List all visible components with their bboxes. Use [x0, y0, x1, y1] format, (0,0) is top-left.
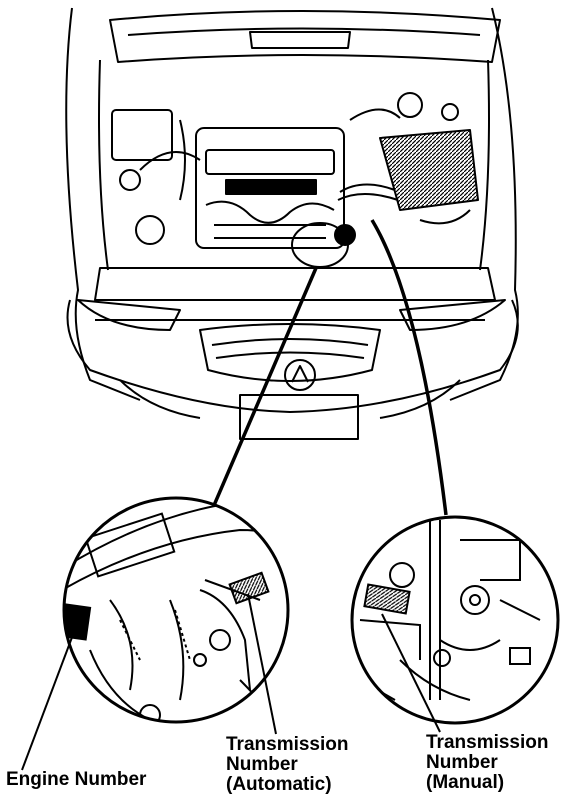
- pointer-engine-number: [21, 631, 75, 771]
- engine-number-label: Engine Number: [6, 770, 146, 790]
- label-line: (Manual): [426, 772, 505, 793]
- leader-lines: [210, 219, 448, 516]
- valve-cover: [195, 127, 345, 249]
- detail-circle-manual: [350, 515, 560, 725]
- radiator-support: [94, 267, 496, 301]
- manual-transmission-plate: [363, 583, 411, 615]
- transmission-number-manual-label: Transmission Number (Manual): [426, 733, 549, 793]
- leader-line-manual: [370, 219, 448, 516]
- air-box: [379, 129, 479, 211]
- grille: [199, 323, 381, 382]
- emblem: [284, 359, 316, 391]
- right-fender: [449, 7, 519, 401]
- left-fender: [65, 7, 141, 401]
- label-line: Transmission: [226, 734, 349, 755]
- open-hood: [109, 10, 501, 63]
- label-line: Number: [426, 752, 498, 773]
- transmission-number-automatic-label: Transmission Number (Automatic): [226, 735, 349, 795]
- front-bumper: [66, 299, 519, 413]
- left-headlight: [77, 299, 181, 331]
- detail-circle-automatic: [62, 496, 290, 724]
- license-plate-mount: [239, 394, 359, 440]
- car-front-illustration: [65, 7, 519, 440]
- label-pointers: [21, 593, 441, 771]
- pointer-automatic: [247, 593, 277, 735]
- pointer-manual: [381, 613, 441, 733]
- right-headlight: [399, 299, 506, 331]
- engine-number-text: Engine Number: [6, 769, 147, 790]
- label-line: Transmission: [426, 732, 549, 753]
- label-line: (Automatic): [226, 774, 332, 795]
- automatic-transmission-plate: [228, 571, 270, 605]
- leader-line-engine: [210, 267, 318, 511]
- label-line: Number: [226, 754, 298, 775]
